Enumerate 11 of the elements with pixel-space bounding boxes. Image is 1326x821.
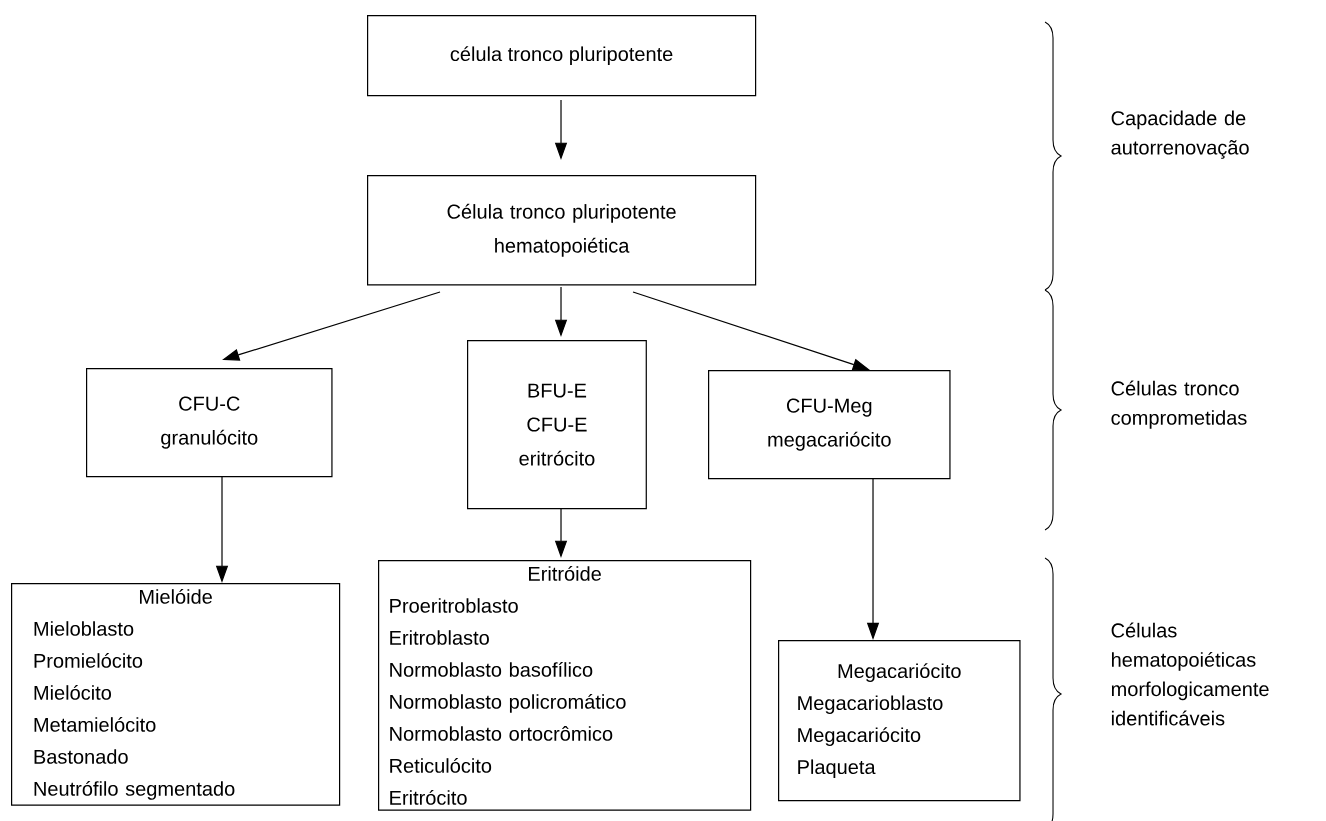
- side-label: Capacidade de autorrenovação: [1111, 110, 1249, 159]
- side-label: Células tronco comprometidas: [1111, 380, 1247, 429]
- process-box: Célula tronco pluripotente hematopoiética: [367, 175, 757, 286]
- process-box: CFU-C granulócito: [86, 368, 333, 478]
- list-box: Mielóide Mieloblasto Promielócito Mielócito Metamielócito Bastonado Neutrófilo segmentado: [11, 583, 341, 806]
- side-label: Células hematopoiéticas morfologicamente identificáveis: [1111, 622, 1269, 726]
- process-box: CFU-Meg megacariócito: [708, 370, 951, 480]
- list-box: Megacariócito Megacarioblasto Megacariócito Plaqueta: [778, 640, 1021, 802]
- process-box: célula tronco pluripotente: [367, 15, 757, 97]
- process-box: BFU-E CFU-E eritrócito: [467, 340, 647, 510]
- list-box: Eritróide Proeritroblasto Eritroblasto Normoblasto basofílico Normoblasto policromático Normoblasto ortocrômico Reticulócito Eritrócito: [378, 560, 752, 811]
